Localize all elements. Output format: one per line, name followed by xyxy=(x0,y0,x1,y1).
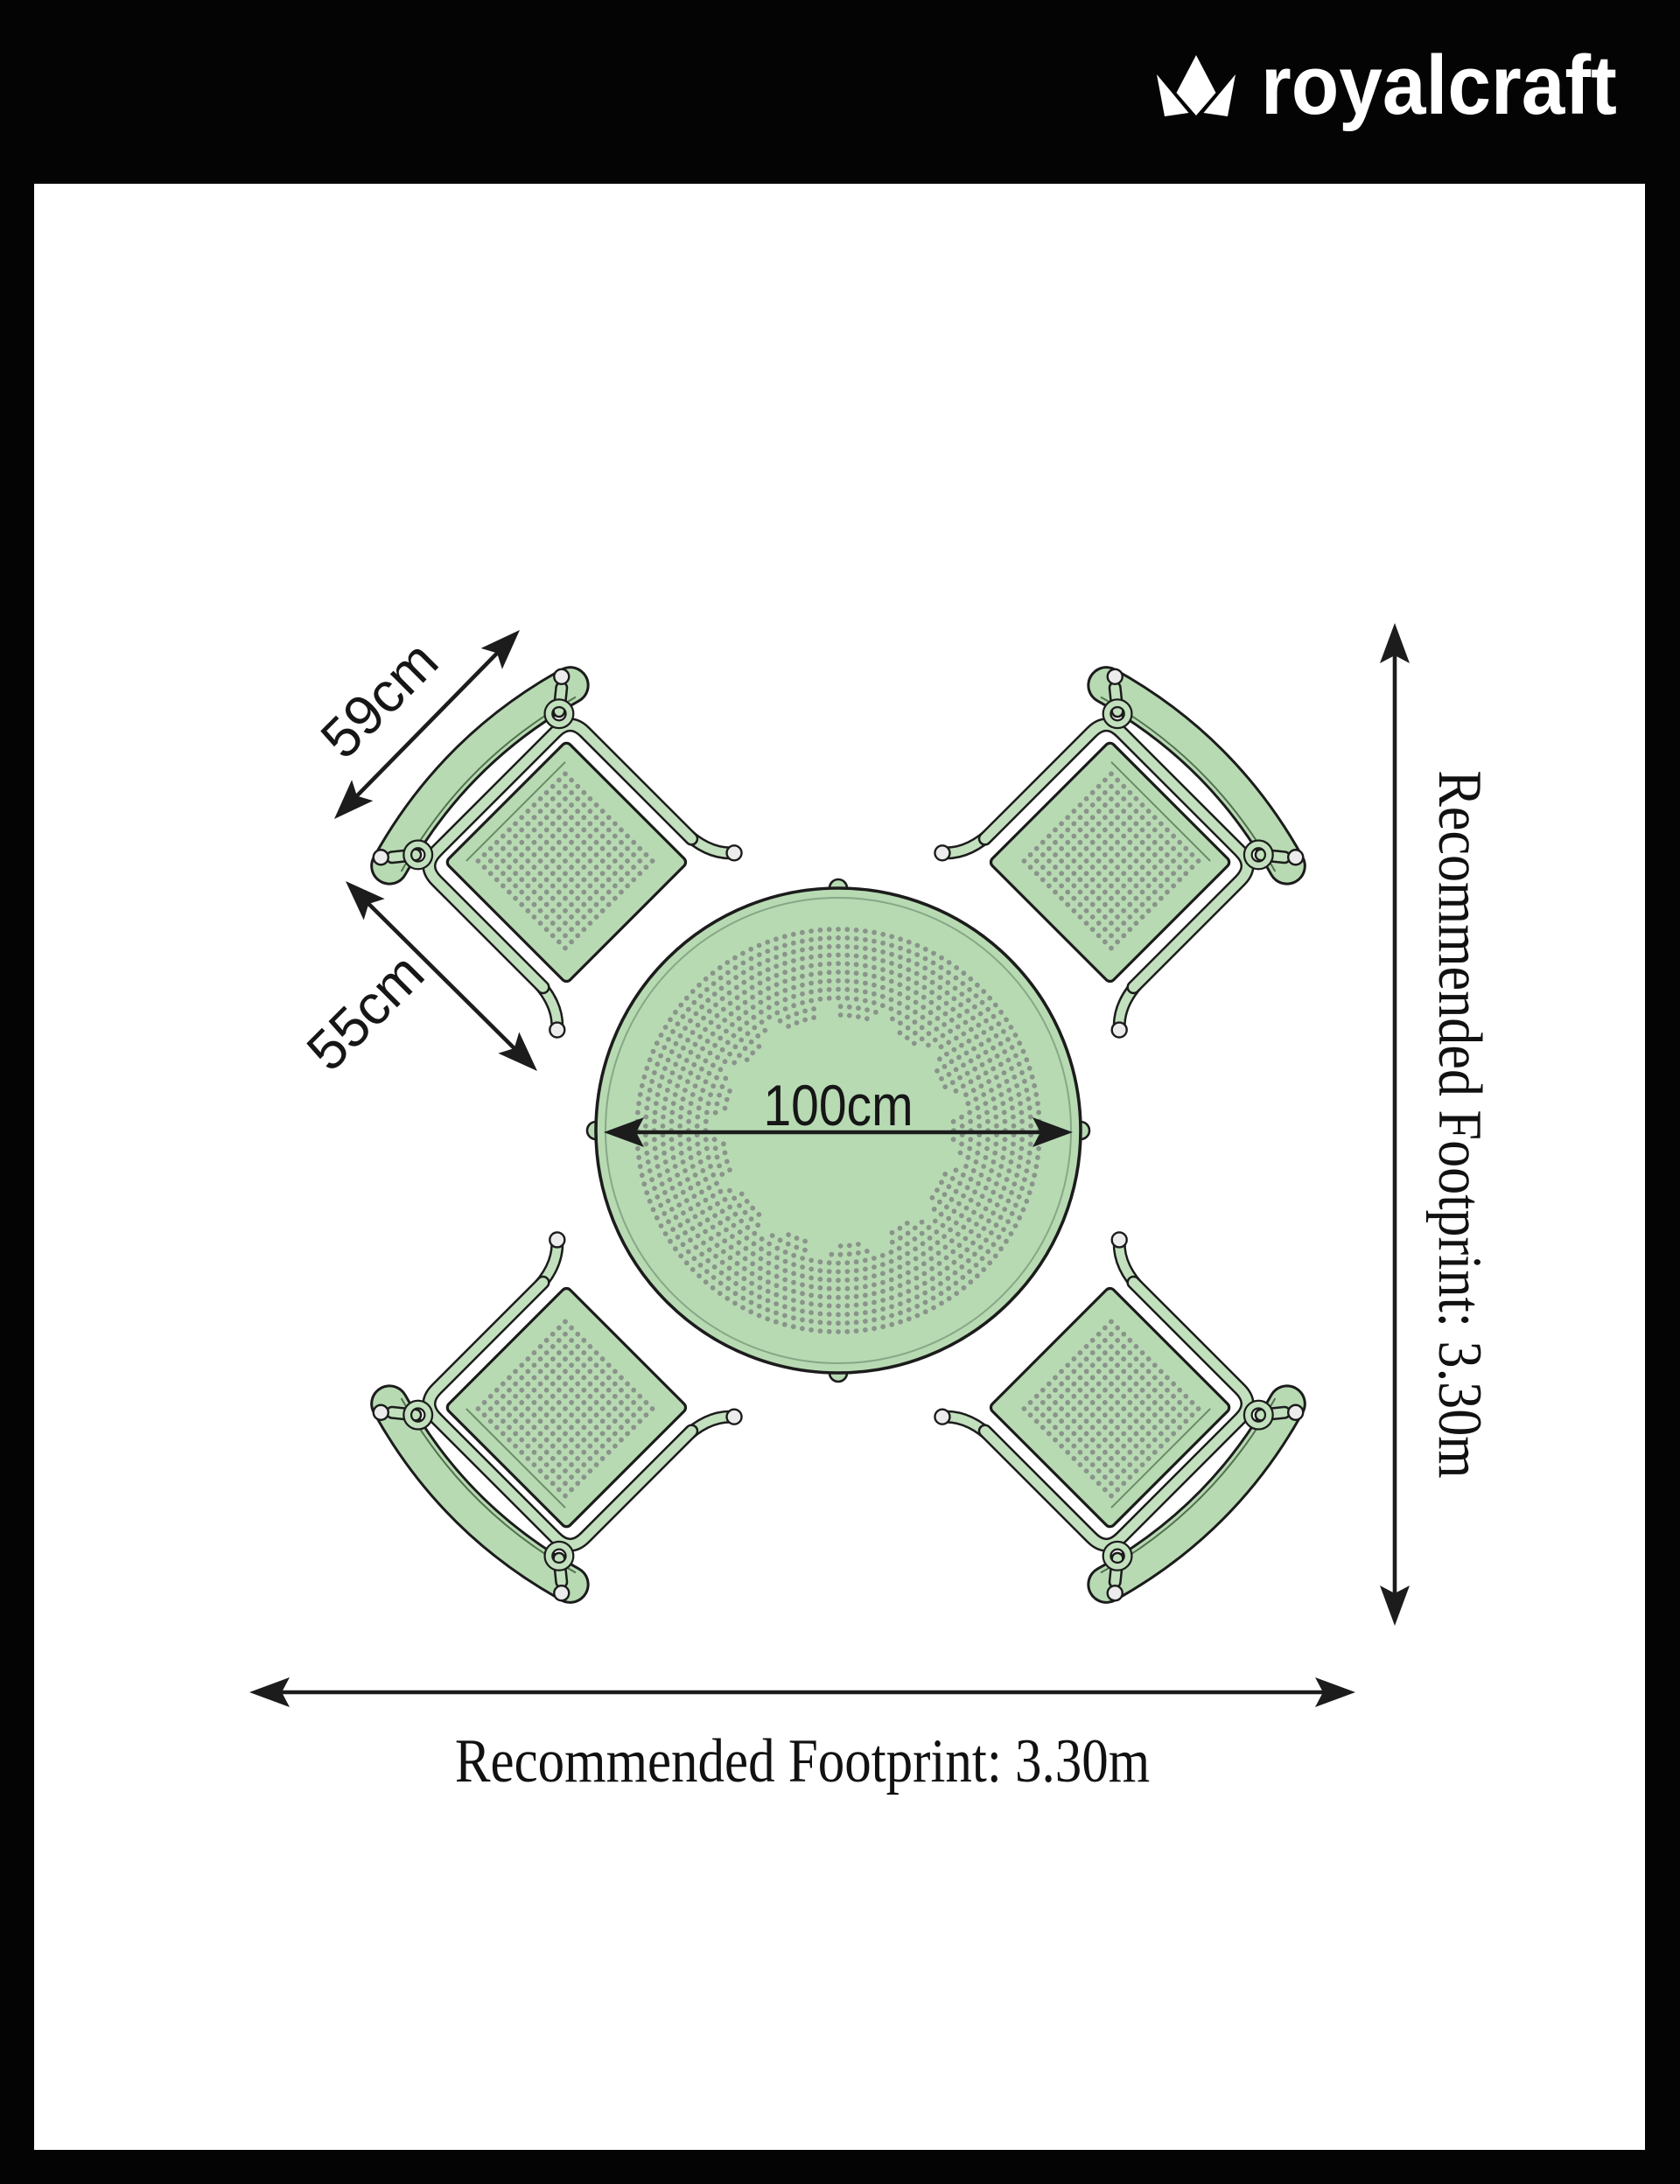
svg-text:Recommended Footprint: 3.30m: Recommended Footprint: 3.30m xyxy=(1425,770,1494,1478)
svg-text:Recommended Footprint: 3.30m: Recommended Footprint: 3.30m xyxy=(455,1727,1150,1796)
svg-text:100cm: 100cm xyxy=(763,1074,913,1138)
svg-text:royalcraft: royalcraft xyxy=(1261,38,1617,132)
